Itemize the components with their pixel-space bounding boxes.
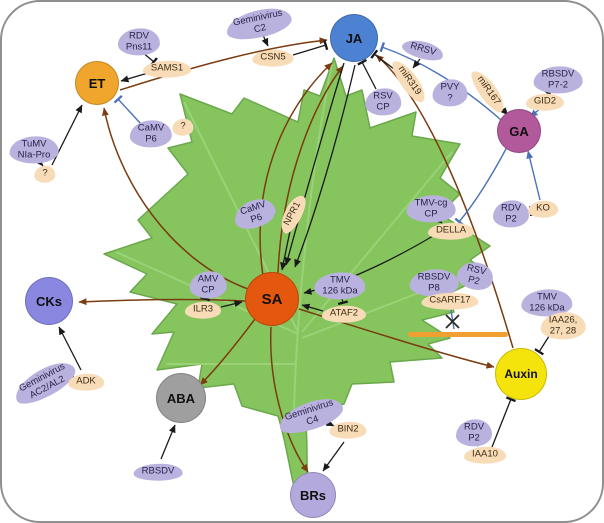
factor-rbsdv-p8: RBSDV P8	[409, 269, 459, 297]
factor-rsv-cp: RSV CP	[365, 88, 401, 116]
factor-amv-cp: AMV CP	[189, 271, 227, 299]
factor-camv-p6-et: CaMV P6	[129, 120, 173, 148]
factor-rdv-p2-ga: RDV P2	[492, 200, 530, 228]
factor-tmv-cg-cp: TMV-cg CP	[406, 195, 456, 223]
factor-csarf17: CsARF17	[421, 292, 479, 310]
factor-ko: KO	[528, 200, 558, 218]
factor-pvy: PVY ?	[432, 79, 468, 107]
factor-iaa26-27-28: IAA26, 27, 28	[540, 312, 586, 340]
factor-csn5: CSN5	[252, 49, 294, 67]
factor-rbsdv-p7-2: RBSDV P7-2	[533, 66, 583, 94]
factor-ilr3: ILR3	[184, 301, 222, 319]
factor-sams1: SAMS1	[142, 60, 192, 78]
factor-tmv-126-sa: TMV 126 kDa	[314, 272, 366, 300]
factor-question-et: ?	[34, 165, 56, 183]
factor-iaa10: IAA10	[464, 446, 506, 464]
factor-gid2: GID2	[525, 93, 565, 111]
factor-rdv-p2-auxin: RDV P2	[455, 419, 493, 447]
factor-ataf2: ATAF2	[321, 305, 367, 323]
factor-tmv-126-auxin: TMV 126 kDa	[521, 289, 573, 317]
crosstalk-arrows	[78, 37, 514, 473]
factor-bin2: BIN2	[329, 421, 367, 439]
node-auxin: Auxin	[495, 348, 547, 400]
leaf-vein	[301, 151, 453, 333]
factor-tumv-nia-pro: TuMV NIa-Pro	[9, 136, 59, 164]
factor-question-camv: ?	[172, 118, 194, 136]
blocked-target-bar	[408, 332, 508, 337]
factor-rbsdv-aba: RBSDV	[133, 463, 183, 481]
block-x-mark	[445, 314, 460, 329]
factor-adk: ADK	[68, 373, 104, 391]
node-ja: JA	[330, 14, 378, 62]
node-ga: GA	[497, 109, 541, 153]
node-sa: SA	[245, 272, 299, 326]
factor-della: DELLA	[427, 222, 475, 240]
factor-rdv-pns11: RDV Pns11	[117, 28, 161, 56]
node-brs: BRs	[290, 472, 336, 518]
node-et: ET	[75, 61, 119, 105]
node-cks: CKs	[25, 277, 73, 325]
node-aba: ABA	[156, 373, 206, 423]
